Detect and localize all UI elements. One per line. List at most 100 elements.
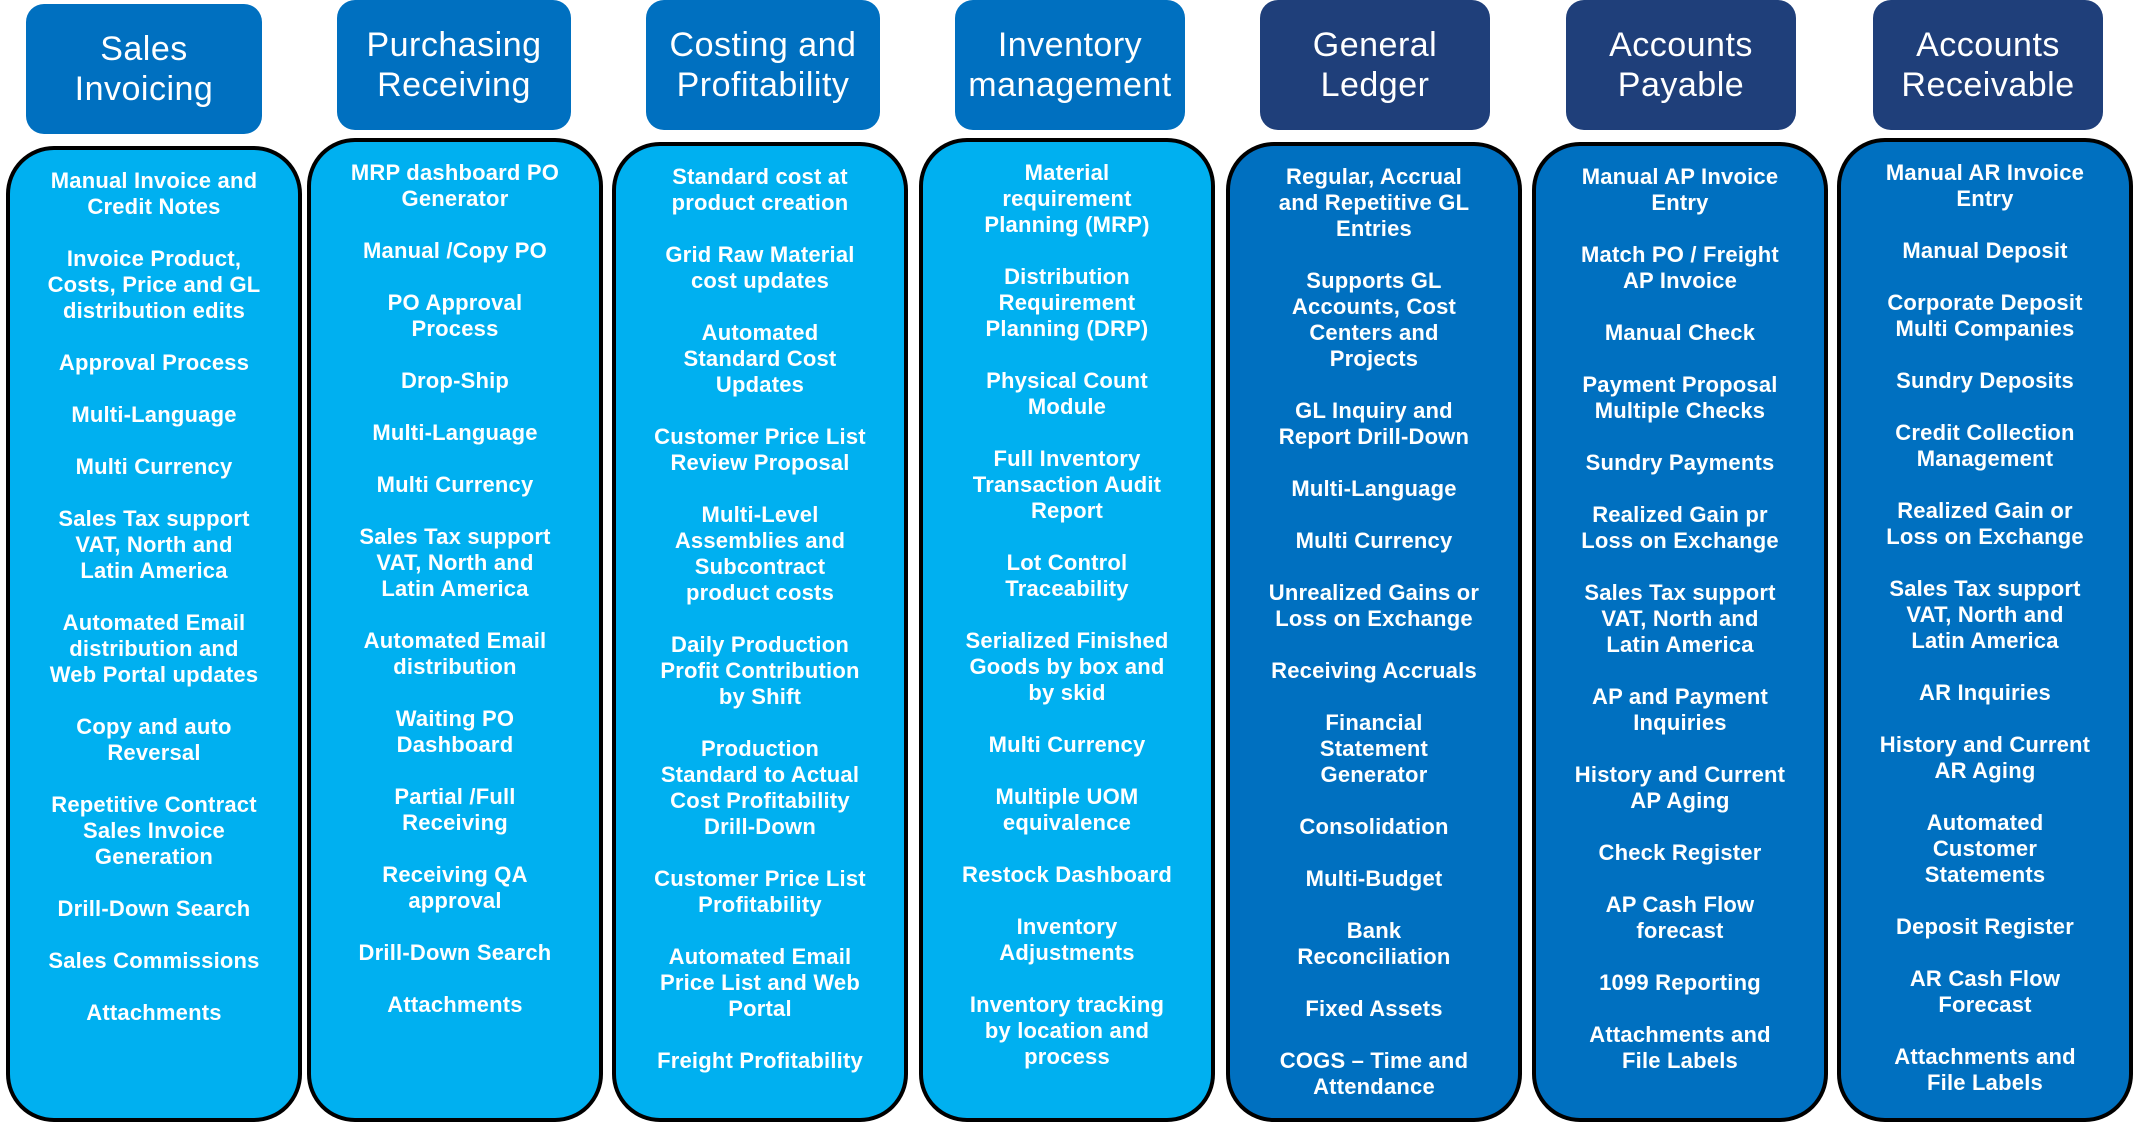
feature-item: Receiving Accruals — [1271, 658, 1477, 683]
feature-item: Restock Dashboard — [961, 862, 1172, 887]
feature-item: Attachments and File Labels — [1589, 1022, 1771, 1073]
feature-item: Drill-Down Search — [358, 940, 552, 965]
feature-item: Sales Commissions — [48, 948, 260, 973]
feature-item: PO Approval Process — [387, 290, 523, 341]
feature-item: Drop-Ship — [400, 368, 510, 393]
feature-item: Manual /Copy PO — [363, 238, 547, 263]
feature-item: Standard cost at product creation — [671, 164, 849, 215]
feature-item: Manual Deposit — [1902, 238, 2068, 263]
feature-item: Multi Currency — [1295, 528, 1453, 553]
feature-item: MRP dashboard PO Generator — [350, 160, 560, 211]
feature-item: Sales Tax support VAT, North and Latin A… — [1889, 576, 2081, 653]
column-header: Sales Invoicing — [26, 4, 262, 134]
feature-item: Sundry Deposits — [1896, 368, 2074, 393]
feature-item: Sales Tax support VAT, North and Latin A… — [58, 506, 250, 583]
feature-item: Receiving QA approval — [382, 862, 528, 913]
feature-panel: Manual Invoice and Credit Notes Invoice … — [6, 146, 302, 1122]
column-header: Costing and Profitability — [646, 0, 880, 130]
feature-item: Supports GL Accounts, Cost Centers and P… — [1291, 268, 1457, 371]
feature-item: Multi-Language — [1291, 476, 1457, 501]
feature-item: Waiting PO Dashboard — [395, 706, 515, 757]
feature-panel: Manual AR Invoice Entry Manual Deposit C… — [1837, 138, 2133, 1122]
feature-item: Production Standard to Actual Cost Profi… — [660, 736, 860, 839]
feature-item: Manual AR Invoice Entry — [1885, 160, 2085, 211]
feature-item: AP and Payment Inquiries — [1591, 684, 1768, 735]
feature-item: Daily Production Profit Contribution by … — [660, 632, 860, 709]
feature-item: Partial /Full Receiving — [394, 784, 516, 835]
feature-item: Manual Check — [1604, 320, 1756, 345]
column-header: Accounts Payable — [1566, 0, 1796, 130]
feature-item: Material requirement Planning (MRP) — [984, 160, 1150, 237]
feature-item: Invoice Product, Costs, Price and GL dis… — [47, 246, 261, 323]
feature-item: Manual Invoice and Credit Notes — [50, 168, 258, 219]
feature-item: 1099 Reporting — [1599, 970, 1761, 995]
feature-panel: Standard cost at product creation Grid R… — [612, 142, 908, 1122]
feature-item: Realized Gain or Loss on Exchange — [1886, 498, 2084, 549]
feature-item: Serialized Finished Goods by box and by … — [965, 628, 1169, 705]
feature-item: Deposit Register — [1895, 914, 2075, 939]
column-accounts-receivable: Accounts Receivable Manual AR Invoice En… — [1837, 0, 2137, 1128]
feature-item: Automated Email distribution — [363, 628, 547, 679]
feature-item: Customer Price List Review Proposal — [654, 424, 866, 475]
feature-item: Inventory Adjustments — [999, 914, 1135, 965]
feature-item: Multi-Language — [71, 402, 237, 427]
feature-item: Corporate Deposit Multi Companies — [1887, 290, 2083, 341]
feature-item: Drill-Down Search — [57, 896, 251, 921]
feature-item: Attachments — [86, 1000, 222, 1025]
feature-item: Manual AP Invoice Entry — [1581, 164, 1779, 215]
feature-item: Unrealized Gains or Loss on Exchange — [1268, 580, 1480, 631]
feature-item: Payment Proposal Multiple Checks — [1582, 372, 1778, 423]
feature-item: Multi Currency — [376, 472, 534, 497]
column-header: Accounts Receivable — [1873, 0, 2103, 130]
feature-item: Sundry Payments — [1585, 450, 1775, 475]
feature-panel: Manual AP Invoice Entry Match PO / Freig… — [1532, 142, 1828, 1122]
feature-item: Multiple UOM equivalence — [995, 784, 1139, 835]
column-costing-profitability: Costing and Profitability Standard cost … — [612, 0, 912, 1128]
feature-panel: Regular, Accrual and Repetitive GL Entri… — [1226, 142, 1522, 1122]
feature-item: Realized Gain pr Loss on Exchange — [1581, 502, 1779, 553]
column-general-ledger: General Ledger Regular, Accrual and Repe… — [1226, 0, 1526, 1128]
feature-item: Full Inventory Transaction Audit Report — [972, 446, 1162, 523]
feature-item: Multi-Level Assemblies and Subcontract p… — [674, 502, 846, 605]
column-header: General Ledger — [1260, 0, 1490, 130]
feature-item: Attachments — [387, 992, 523, 1017]
feature-item: Physical Count Module — [986, 368, 1148, 419]
feature-item: AR Inquiries — [1919, 680, 2051, 705]
feature-item: Copy and auto Reversal — [76, 714, 232, 765]
column-accounts-payable: Accounts Payable Manual AP Invoice Entry… — [1532, 0, 1832, 1128]
feature-item: Automated Customer Statements — [1924, 810, 2046, 887]
feature-item: Multi Currency — [988, 732, 1146, 757]
feature-item: Fixed Assets — [1305, 996, 1443, 1021]
column-header: Purchasing Receiving — [337, 0, 571, 130]
feature-item: History and Current AR Aging — [1879, 732, 2091, 783]
feature-item: Financial Statement Generator — [1319, 710, 1429, 787]
feature-item: Automated Email Price List and Web Porta… — [659, 944, 861, 1021]
feature-item: Multi-Budget — [1305, 866, 1443, 891]
feature-item: History and Current AP Aging — [1574, 762, 1786, 813]
feature-item: Customer Price List Profitability — [654, 866, 866, 917]
feature-item: Multi Currency — [75, 454, 233, 479]
feature-item: Credit Collection Management — [1895, 420, 2075, 471]
feature-item: Bank Reconciliation — [1297, 918, 1451, 969]
feature-item: COGS – Time and Attendance — [1279, 1048, 1469, 1099]
feature-item: Match PO / Freight AP Invoice — [1581, 242, 1779, 293]
feature-item: Lot Control Traceability — [1005, 550, 1129, 601]
feature-item: Approval Process — [58, 350, 250, 375]
column-inventory-management: Inventory management Material requiremen… — [919, 0, 1219, 1128]
feature-item: Grid Raw Material cost updates — [665, 242, 855, 293]
feature-item: AR Cash Flow Forecast — [1909, 966, 2061, 1017]
feature-item: Automated Email distribution and Web Por… — [49, 610, 259, 687]
feature-item: Attachments and File Labels — [1894, 1044, 2076, 1095]
feature-item: Repetitive Contract Sales Invoice Genera… — [51, 792, 257, 869]
feature-item: Sales Tax support VAT, North and Latin A… — [359, 524, 551, 601]
column-header: Inventory management — [955, 0, 1185, 130]
feature-item: AP Cash Flow forecast — [1605, 892, 1755, 943]
feature-item: Consolidation — [1299, 814, 1449, 839]
feature-panel: MRP dashboard PO Generator Manual /Copy … — [307, 138, 603, 1122]
feature-item: GL Inquiry and Report Drill-Down — [1278, 398, 1470, 449]
feature-item: Inventory tracking by location and proce… — [969, 992, 1165, 1069]
feature-item: Check Register — [1598, 840, 1762, 865]
feature-item: Automated Standard Cost Updates — [683, 320, 837, 397]
feature-item: Regular, Accrual and Repetitive GL Entri… — [1278, 164, 1470, 241]
feature-item: Freight Profitability — [657, 1048, 863, 1073]
